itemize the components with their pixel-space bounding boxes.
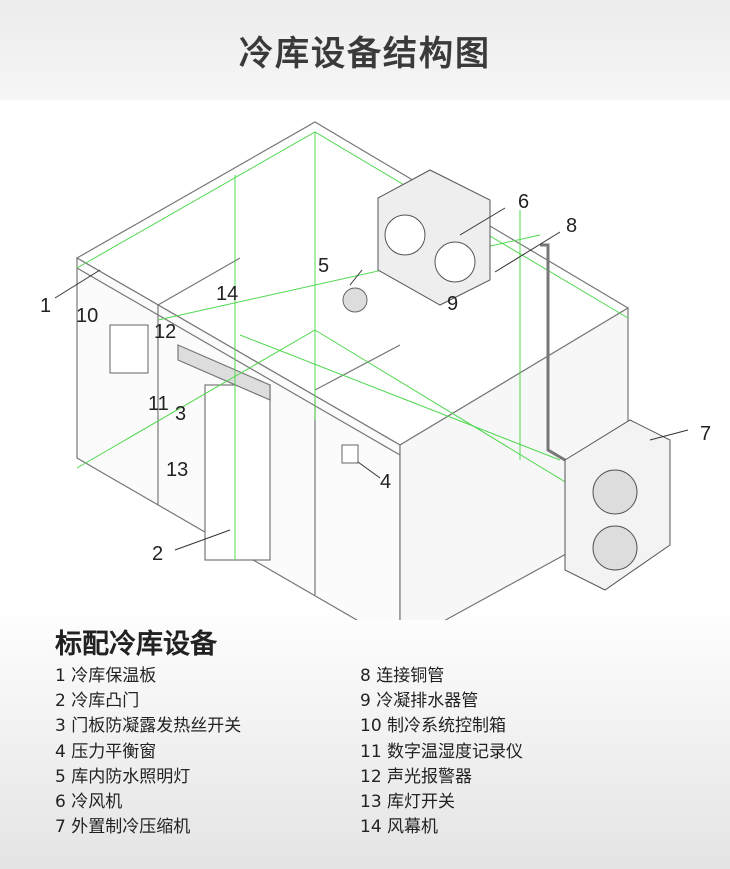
- label-9: 9: [447, 293, 458, 315]
- label-13: 13: [166, 459, 188, 481]
- list-item: 6 冷风机: [55, 792, 123, 813]
- list-item: 2 冷库凸门: [55, 691, 140, 712]
- label-11: 11: [148, 393, 169, 415]
- label-5: 5: [318, 255, 329, 277]
- control-box: [109, 324, 149, 374]
- list-item: 13 库灯开关: [360, 792, 456, 813]
- room-outline: [75, 121, 630, 620]
- list-item: 5 库内防水照明灯: [55, 766, 191, 787]
- list-item: 11 数字温湿度记录仪: [360, 741, 524, 762]
- label-7: 7: [700, 423, 711, 445]
- label-12: 12: [154, 321, 176, 343]
- section-title: 标配冷库设备: [55, 629, 217, 660]
- list-item: 4 压力平衡窗: [55, 741, 157, 762]
- list-item: 12 声光报警器: [360, 766, 473, 787]
- page-title: 冷库设备结构图: [239, 33, 491, 74]
- list-item: 9 冷凝排水器管: [360, 691, 479, 712]
- light: [342, 287, 368, 313]
- label-3: 3: [175, 403, 186, 425]
- list-item: 14 风幕机: [360, 817, 439, 838]
- label-4: 4: [380, 471, 391, 493]
- evaporator-fans: [377, 169, 491, 306]
- label-14: 14: [216, 283, 238, 305]
- equipment-list-left: 1 冷库保温板 2 冷库凸门 3 门板防凝露发热丝开关 4 压力平衡窗 5 库内…: [55, 664, 241, 840]
- pressure-window: [341, 444, 359, 464]
- list-item: 8 连接铜管: [360, 666, 445, 686]
- list-item: 3 门板防凝露发热丝开关: [55, 716, 242, 737]
- list-item: 1 冷库保温板: [55, 666, 157, 686]
- label-6: 6: [518, 191, 529, 213]
- leader-lines: [54, 207, 689, 551]
- condensing-unit: [564, 419, 671, 591]
- cold-room-diagram: 1 2 3 4 5 6 7 8 9 10 11 12 13 14: [40, 121, 711, 620]
- equipment-list-right: 8 连接铜管 9 冷凝排水器管 10 制冷系统控制箱 11 数字温湿度记录仪 1…: [360, 664, 523, 840]
- label-8: 8: [566, 215, 577, 237]
- label-10: 10: [76, 305, 98, 327]
- label-1: 1: [40, 295, 51, 317]
- label-2: 2: [152, 543, 163, 565]
- copper-pipe: [540, 243, 566, 462]
- list-item: 10 制冷系统控制箱: [360, 716, 507, 737]
- title-bar: 冷库设备结构图: [0, 0, 730, 100]
- list-item: 7 外置制冷压缩机: [55, 817, 191, 838]
